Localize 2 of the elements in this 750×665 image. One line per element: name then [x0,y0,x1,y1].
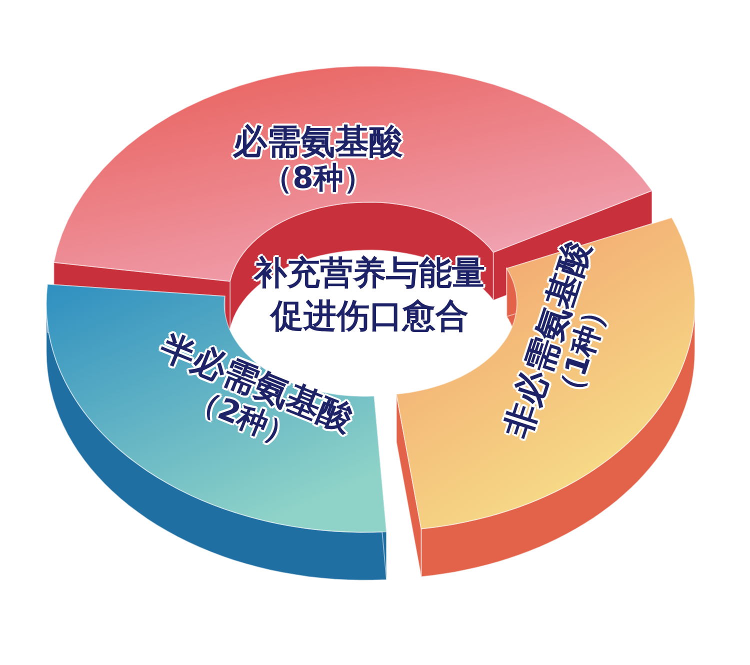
segment-title: 必需氨基酸 [233,123,403,162]
count-label: （8种） [262,162,374,197]
